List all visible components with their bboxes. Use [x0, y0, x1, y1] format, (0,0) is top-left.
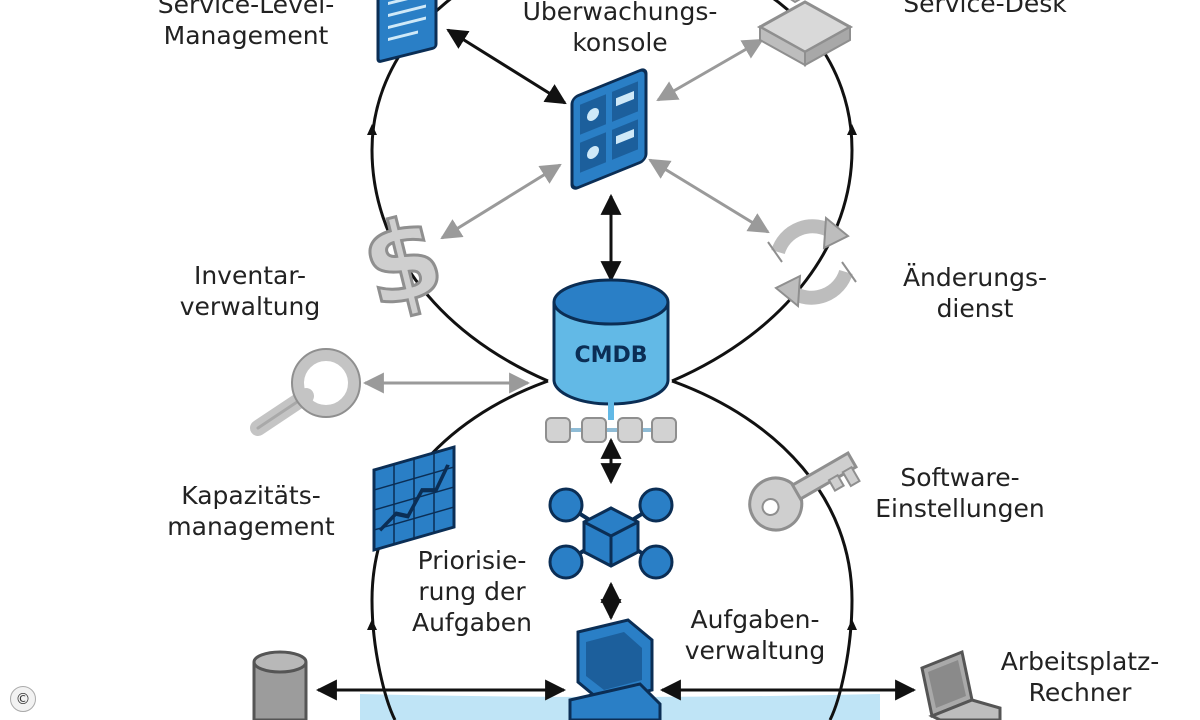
database-icon — [552, 278, 670, 420]
chart-icon — [372, 445, 456, 552]
svg-text:$: $ — [350, 191, 455, 334]
label-software-einstellungen: Software- Einstellungen — [875, 463, 1045, 523]
dollar-icon: $ — [348, 189, 456, 335]
label-service-level-management: Service-Level- Management — [157, 0, 335, 50]
computer-icon — [756, 0, 854, 67]
document-icon — [376, 0, 438, 63]
magnifier-icon — [250, 348, 361, 436]
monitor-console-icon — [570, 68, 648, 190]
label-arbeitsplatz-rechner: Arbeitsplatz- Rechner — [1000, 647, 1160, 707]
cmdb-label: CMDB — [574, 343, 647, 368]
label-service-desk: Service-Desk — [903, 0, 1067, 18]
server-icon — [252, 650, 308, 720]
key-icon — [748, 451, 861, 532]
arrow-console-servicedesk — [656, 38, 764, 102]
connector-chain — [545, 417, 677, 443]
label-inventarverwaltung: Inventar- verwaltung — [179, 261, 321, 321]
copyright-badge: © — [10, 686, 36, 712]
arrow-sla-console — [446, 28, 567, 105]
network-cube-icon — [548, 487, 674, 580]
label-aenderungsdienst: Änderungs- dienst — [902, 263, 1048, 323]
label-ueberwachungskonsole: Überwachungs- konsole — [522, 0, 718, 57]
label-priorisierung: Priorisie- rung der Aufgaben — [411, 546, 533, 637]
label-kapazitaetsmanagement: Kapazitäts- management — [167, 481, 335, 541]
arrow-console-inventory — [440, 163, 562, 240]
laptop-icon — [920, 649, 1002, 720]
workstation-icon — [568, 618, 662, 720]
refresh-cycle-icon — [767, 215, 857, 309]
circle-arrowheads — [367, 124, 857, 630]
arrow-console-change — [648, 158, 770, 234]
label-aufgabenverwaltung: Aufgaben- verwaltung — [684, 605, 826, 665]
